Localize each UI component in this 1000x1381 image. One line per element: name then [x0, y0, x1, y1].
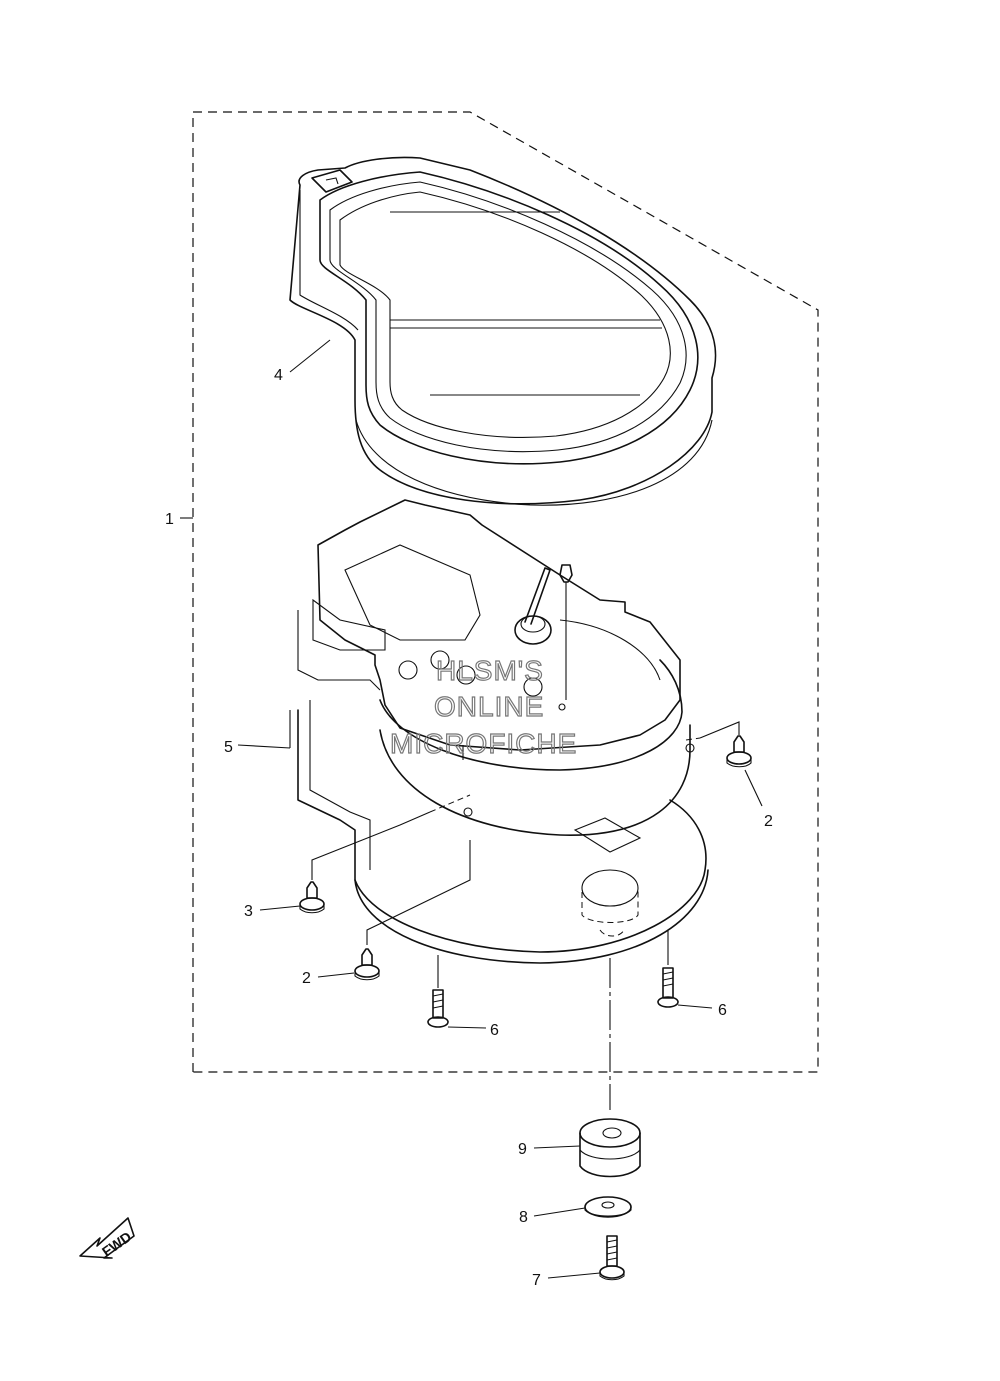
watermark-line-2: ONLINE: [434, 691, 544, 722]
leader-lines: [180, 339, 763, 1279]
callout-7: 7: [532, 1272, 541, 1289]
callout-1: 1: [165, 511, 174, 528]
callout-5: 5: [224, 739, 233, 756]
assembly-boundary: [192, 111, 819, 1073]
callout-6-left: 6: [490, 1022, 499, 1039]
grommet-3[interactable]: [299, 881, 325, 914]
watermark: HLSM'S ONLINE MICROFICHE: [389, 654, 577, 759]
watermark-line-1: HLSM'S: [436, 655, 544, 686]
callout-2-right: 2: [764, 813, 773, 830]
callout-4: 4: [274, 367, 283, 384]
screw-7[interactable]: [599, 1235, 625, 1281]
grommet-right[interactable]: [726, 735, 752, 768]
callout-9: 9: [518, 1141, 527, 1158]
callout-2-lower: 2: [302, 970, 311, 987]
fwd-arrow: FWD: [79, 1217, 135, 1260]
watermark-line-3: MICROFICHE: [390, 728, 577, 759]
callout-3: 3: [244, 903, 253, 920]
screw-6-right[interactable]: [657, 967, 679, 1008]
damper-9[interactable]: [579, 1118, 641, 1178]
fwd-label: FWD: [99, 1228, 134, 1259]
grommet-lower[interactable]: [354, 948, 380, 981]
callout-8: 8: [519, 1209, 528, 1226]
screw-6-left[interactable]: [427, 989, 449, 1028]
washer-8[interactable]: [584, 1196, 632, 1218]
callout-6-right: 6: [718, 1002, 727, 1019]
lens-cover[interactable]: [289, 156, 717, 506]
